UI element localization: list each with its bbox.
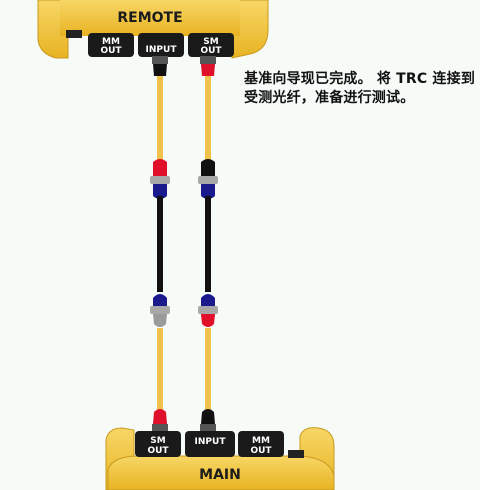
remote-port-mm-out: MM OUT (88, 33, 134, 57)
svg-text:MM: MM (102, 37, 120, 47)
left-fiber-cable (150, 56, 170, 432)
svg-text:OUT: OUT (250, 446, 272, 456)
remote-unit: REMOTE MM OUT INPUT SM OUT (37, 0, 269, 59)
remote-port-sm-out: SM OUT (188, 33, 234, 57)
main-unit: SM OUT INPUT MM OUT MAIN (105, 427, 335, 490)
svg-text:INPUT: INPUT (195, 437, 227, 447)
svg-text:MM: MM (252, 436, 270, 446)
remote-side-tab (66, 30, 82, 38)
right-fiber-cable (198, 56, 218, 432)
main-side-tab (288, 450, 304, 458)
svg-text:SM: SM (203, 37, 218, 47)
main-port-sm-out: SM OUT (135, 431, 181, 457)
svg-text:OUT: OUT (200, 46, 222, 56)
main-port-input: INPUT (185, 431, 235, 457)
svg-text:INPUT: INPUT (146, 45, 178, 55)
main-unit-label: MAIN (199, 467, 241, 483)
svg-text:OUT: OUT (147, 446, 169, 456)
remote-unit-label: REMOTE (117, 10, 182, 26)
instruction-text: 基准向导现已完成。 将 TRC 连接到受测光纤，准备进行测试。 (244, 71, 476, 106)
remote-port-input: INPUT (138, 33, 184, 57)
svg-text:SM: SM (150, 436, 165, 446)
main-port-mm-out: MM OUT (238, 431, 284, 457)
svg-text:OUT: OUT (100, 46, 122, 56)
